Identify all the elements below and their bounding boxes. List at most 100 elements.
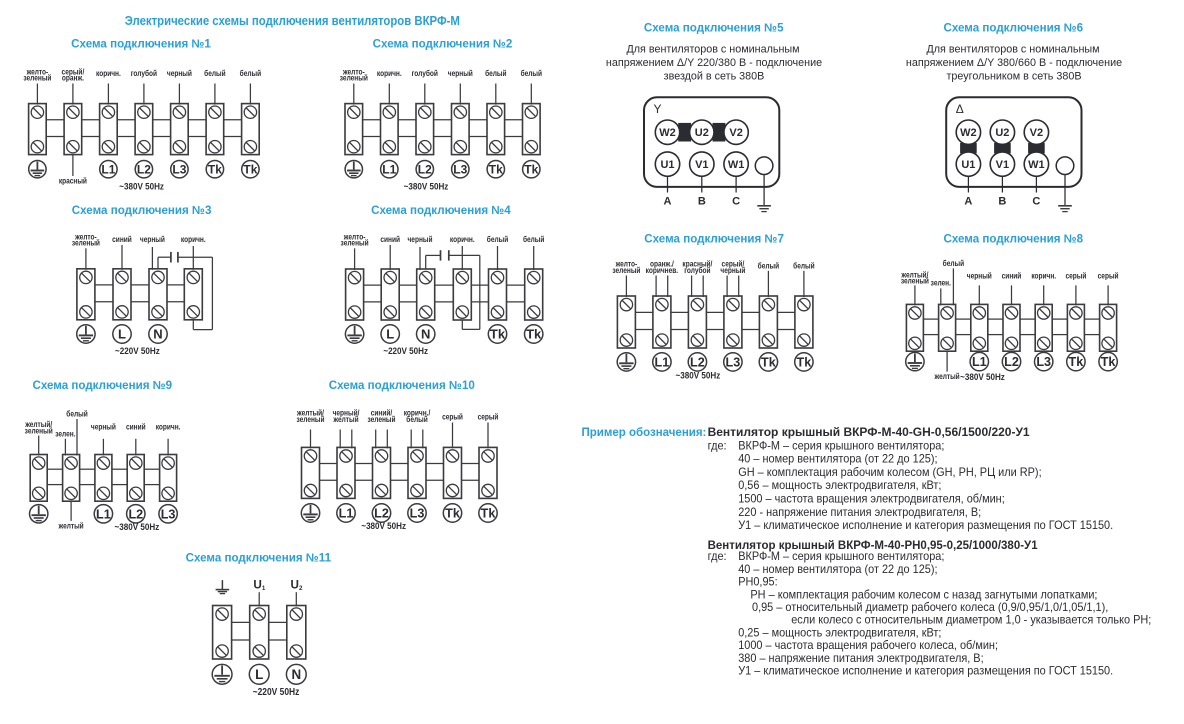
svg-text:Y: Y bbox=[654, 102, 662, 116]
svg-text:Схема подключения №5: Схема подключения №5 bbox=[644, 22, 784, 35]
svg-text:зеленый: зеленый bbox=[612, 265, 640, 275]
svg-text:зеленый: зеленый bbox=[25, 426, 53, 436]
svg-text:желтый: желтый bbox=[934, 371, 960, 381]
svg-text:черный: черный bbox=[91, 422, 116, 432]
svg-text:W1: W1 bbox=[1028, 159, 1045, 171]
svg-text:Электрические схемы подключени: Электрические схемы подключения вентилят… bbox=[125, 13, 460, 28]
svg-text:L1: L1 bbox=[101, 163, 115, 177]
svg-text:белый: белый bbox=[523, 234, 545, 244]
svg-text:синий: синий bbox=[112, 234, 132, 244]
svg-text:Схема подключения №11: Схема подключения №11 bbox=[186, 551, 332, 564]
svg-text:N: N bbox=[153, 327, 162, 342]
svg-text:N: N bbox=[291, 667, 301, 682]
svg-text:желто-: желто- bbox=[26, 67, 49, 77]
svg-text:~220V 50Hz: ~220V 50Hz bbox=[383, 345, 428, 356]
svg-text:белый: белый bbox=[521, 68, 543, 78]
svg-text:L1: L1 bbox=[655, 355, 670, 369]
svg-text:40 – номер вентилятора (от 22: 40 – номер вентилятора (от 22 до 125); bbox=[738, 564, 937, 576]
svg-text:Схема подключения №8: Схема подключения №8 bbox=[943, 232, 1083, 245]
svg-text:синий: синий bbox=[126, 422, 146, 432]
svg-text:коричн./: коричн./ bbox=[404, 408, 431, 418]
svg-text:коричнев.: коричнев. bbox=[646, 265, 678, 275]
svg-text:серый: серый bbox=[478, 412, 499, 422]
svg-text:Для вентиляторов с номинальным: Для вентиляторов с номинальным bbox=[626, 43, 799, 55]
svg-text:серый: серый bbox=[1065, 271, 1086, 281]
svg-text:черный: черный bbox=[448, 68, 473, 78]
svg-text:W2: W2 bbox=[659, 127, 676, 139]
svg-text:L1: L1 bbox=[382, 163, 396, 177]
svg-text:белый: белый bbox=[943, 258, 965, 268]
svg-text:черный: черный bbox=[408, 234, 433, 244]
svg-text:Схема подключения №2: Схема подключения №2 bbox=[373, 38, 513, 51]
svg-text:V1: V1 bbox=[996, 159, 1009, 171]
svg-text:L2: L2 bbox=[128, 507, 143, 521]
svg-text:оранж.: оранж. bbox=[62, 73, 84, 83]
svg-text:белый: белый bbox=[66, 409, 88, 419]
svg-text:L1: L1 bbox=[972, 355, 987, 369]
svg-text:зеленый: зеленый bbox=[340, 73, 368, 83]
svg-text:где:: где: bbox=[708, 551, 727, 563]
svg-text:треугольником в сеть 380В: треугольником в сеть 380В bbox=[946, 70, 1081, 82]
svg-text:черный: черный bbox=[140, 234, 165, 244]
svg-text:коричн.: коричн. bbox=[377, 68, 402, 78]
svg-text:белый: белый bbox=[240, 68, 262, 78]
svg-text:1000 – частота вращения рабоче: 1000 – частота вращения рабочего колеса,… bbox=[738, 640, 998, 652]
svg-text:Tk: Tk bbox=[445, 507, 461, 521]
svg-text:черный: черный bbox=[720, 265, 745, 275]
svg-text:зеленый: зеленый bbox=[367, 414, 395, 424]
svg-text:желто-: желто- bbox=[74, 232, 97, 242]
svg-text:Схема подключения №9: Схема подключения №9 bbox=[32, 379, 172, 392]
svg-text:0,95 – относительный диаметр р: 0,95 – относительный диаметр рабочего ко… bbox=[752, 602, 1108, 614]
svg-text:зелен.: зелен. bbox=[931, 278, 951, 288]
svg-text:Tk: Tk bbox=[797, 355, 813, 369]
svg-text:L3: L3 bbox=[410, 507, 425, 521]
svg-text:желтый/: желтый/ bbox=[296, 408, 324, 418]
svg-text:Пример обозначения:: Пример обозначения: bbox=[582, 427, 707, 439]
svg-text:~380V 50Hz: ~380V 50Hz bbox=[960, 371, 1005, 382]
svg-text:Схема подключения №1: Схема подключения №1 bbox=[71, 38, 211, 51]
svg-text:зеленый: зеленый bbox=[341, 238, 369, 248]
svg-text:380 – напряжение питания элект: 380 – напряжение питания электродвигател… bbox=[738, 653, 983, 665]
svg-text:~380V 50Hz: ~380V 50Hz bbox=[676, 370, 721, 381]
svg-text:белый: белый bbox=[793, 261, 815, 271]
svg-text:L: L bbox=[255, 667, 263, 682]
svg-text:белый: белый bbox=[485, 68, 507, 78]
svg-text:зеленый: зеленый bbox=[72, 238, 100, 248]
svg-text:Tk: Tk bbox=[243, 163, 257, 177]
svg-text:серый: серый bbox=[442, 412, 463, 422]
svg-text:0,25 – мощность электродвигате: 0,25 – мощность электродвигателя, кВт; bbox=[738, 627, 941, 639]
svg-text:желтый/: желтый/ bbox=[901, 270, 929, 280]
svg-text:C: C bbox=[1032, 196, 1040, 208]
svg-text:Вентилятор крышный ВКРФ-М-40-G: Вентилятор крышный ВКРФ-М-40-GH-0,56/150… bbox=[708, 425, 1030, 439]
svg-text:черный: черный bbox=[167, 68, 192, 78]
svg-text:белый: белый bbox=[204, 68, 226, 78]
svg-text:L3: L3 bbox=[161, 507, 176, 521]
svg-text:белый: белый bbox=[758, 261, 780, 271]
svg-text:GH – комплектация рабочим коле: GH – комплектация рабочим колесом (GH, P… bbox=[738, 467, 1041, 479]
svg-text:зеленый: зеленый bbox=[23, 73, 51, 83]
svg-text:РН0,95:: РН0,95: bbox=[738, 576, 777, 588]
svg-text:L2: L2 bbox=[137, 163, 151, 177]
svg-text:голубой: голубой bbox=[684, 265, 711, 275]
svg-text:оранж./: оранж./ bbox=[650, 259, 674, 269]
svg-text:Tk: Tk bbox=[761, 355, 777, 369]
svg-text:Tk: Tk bbox=[490, 327, 506, 342]
svg-text:Схема подключения №10: Схема подключения №10 bbox=[329, 379, 475, 392]
svg-text:~380V 50Hz: ~380V 50Hz bbox=[119, 181, 164, 192]
svg-text:Схема подключения №3: Схема подключения №3 bbox=[72, 204, 212, 217]
svg-text:напряжением Δ/Y 220/380 В - по: напряжением Δ/Y 220/380 В - подключение bbox=[606, 57, 822, 69]
svg-text:звездой в сеть 380В: звездой в сеть 380В bbox=[664, 70, 765, 82]
svg-text:У1 – климатическое исполнение: У1 – климатическое исполнение и категори… bbox=[738, 665, 1113, 677]
svg-text:V1: V1 bbox=[695, 159, 708, 171]
svg-text:U1: U1 bbox=[660, 159, 674, 171]
svg-text:желто-: желто- bbox=[615, 259, 638, 269]
svg-text:Для вентиляторов с номинальным: Для вентиляторов с номинальным bbox=[926, 43, 1099, 55]
svg-text:Схема подключения №6: Схема подключения №6 bbox=[943, 22, 1083, 35]
svg-text:L3: L3 bbox=[172, 163, 186, 177]
svg-text:коричн.: коричн. bbox=[96, 68, 121, 78]
svg-text:~220V 50Hz: ~220V 50Hz bbox=[115, 345, 160, 356]
svg-text:L2: L2 bbox=[1004, 355, 1019, 369]
svg-text:L1: L1 bbox=[339, 507, 354, 521]
svg-text:B: B bbox=[998, 196, 1006, 208]
svg-text:40 – номер вентилятора (от 22: 40 – номер вентилятора (от 22 до 125); bbox=[738, 453, 937, 465]
